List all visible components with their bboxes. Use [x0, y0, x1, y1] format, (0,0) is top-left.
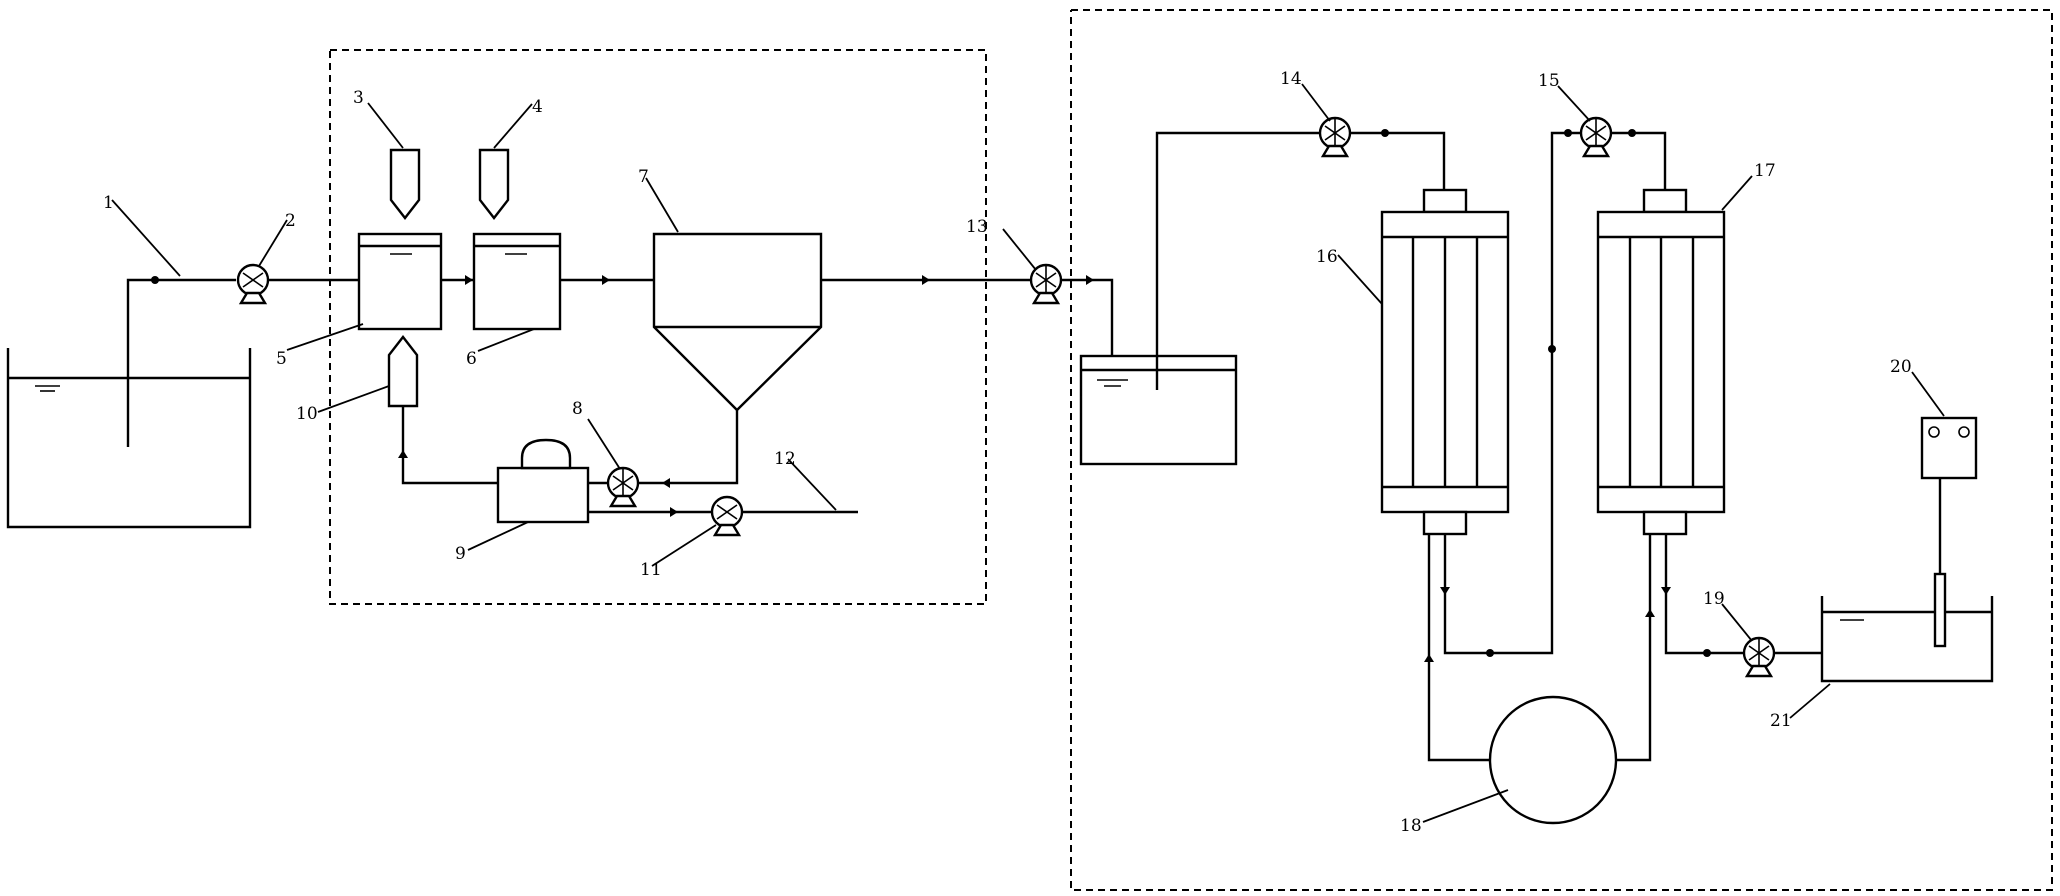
pipe-buffer-to-pump14: [1155, 131, 1320, 390]
label-16: 16: [1316, 247, 1338, 267]
pump-icon: [236, 263, 270, 305]
label-19: 19: [1703, 589, 1725, 609]
pipe-junction: [1628, 129, 1636, 137]
reaction-tank: [472, 232, 562, 331]
injector-icon: [387, 335, 419, 408]
pipe-membrane16-to-pump15: [1443, 131, 1581, 655]
label-13: 13: [966, 217, 988, 237]
membrane-unit-boundary: [1070, 9, 2053, 891]
pump-icon: [606, 466, 640, 508]
label-5: 5: [276, 349, 287, 369]
pipe-junction: [1381, 129, 1389, 137]
membrane-module: [1380, 188, 1510, 536]
pipe-vessel18-to-membrane17: [1616, 534, 1652, 762]
label-2: 2: [285, 211, 296, 231]
label-18: 18: [1400, 816, 1422, 836]
product-tank: [1820, 596, 1994, 683]
pipe-pump13-to-buffer-tank: [1061, 278, 1114, 386]
pipe-loop-to-vessel18: [1427, 534, 1490, 762]
label-11: 11: [640, 560, 662, 580]
label-20: 20: [1890, 357, 1912, 377]
label-15: 15: [1538, 71, 1560, 91]
pump-icon: [1579, 116, 1613, 158]
membrane-module: [1596, 188, 1726, 536]
label-7: 7: [638, 167, 649, 187]
pretreatment-unit-boundary: [329, 49, 987, 605]
pipe-pump14-to-membrane16: [1350, 131, 1446, 190]
pipe-membrane17-to-pump19: [1664, 534, 1744, 655]
buffer-tank: [1079, 354, 1238, 466]
label-6: 6: [466, 349, 477, 369]
sludge-return-pipe: [638, 410, 739, 485]
feed-pipe: [126, 278, 236, 447]
label-9: 9: [455, 544, 466, 564]
pipe-pump15-to-membrane17: [1611, 131, 1667, 190]
sludge-treatment-unit: [496, 438, 590, 524]
label-8: 8: [572, 399, 583, 419]
pipe-unit9-to-injector10: [401, 406, 498, 485]
mixing-tank: [357, 232, 443, 331]
meter-icon: [1920, 416, 1978, 648]
leader-lines: [111, 83, 1945, 823]
pump-icon: [1742, 636, 1776, 678]
pipe-junction: [1564, 129, 1572, 137]
dosing-hopper-icon: [389, 148, 421, 220]
settling-tank: [652, 232, 823, 412]
pipe-junction: [1548, 345, 1556, 353]
label-10: 10: [296, 404, 318, 424]
label-21: 21: [1770, 711, 1792, 731]
pump-icon: [710, 495, 744, 537]
label-4: 4: [532, 97, 543, 117]
pump-icon: [1029, 263, 1063, 305]
pipe-junction: [1486, 649, 1494, 657]
circulation-vessel: [1488, 695, 1618, 825]
label-12: 12: [774, 449, 796, 469]
label-17: 17: [1754, 161, 1776, 181]
label-14: 14: [1280, 69, 1302, 89]
pump-icon: [1318, 116, 1352, 158]
pipe-junction: [1703, 649, 1711, 657]
label-1: 1: [103, 193, 114, 213]
label-3: 3: [353, 88, 364, 108]
dosing-hopper-icon: [478, 148, 510, 220]
feed-pipe-junction: [151, 276, 159, 284]
